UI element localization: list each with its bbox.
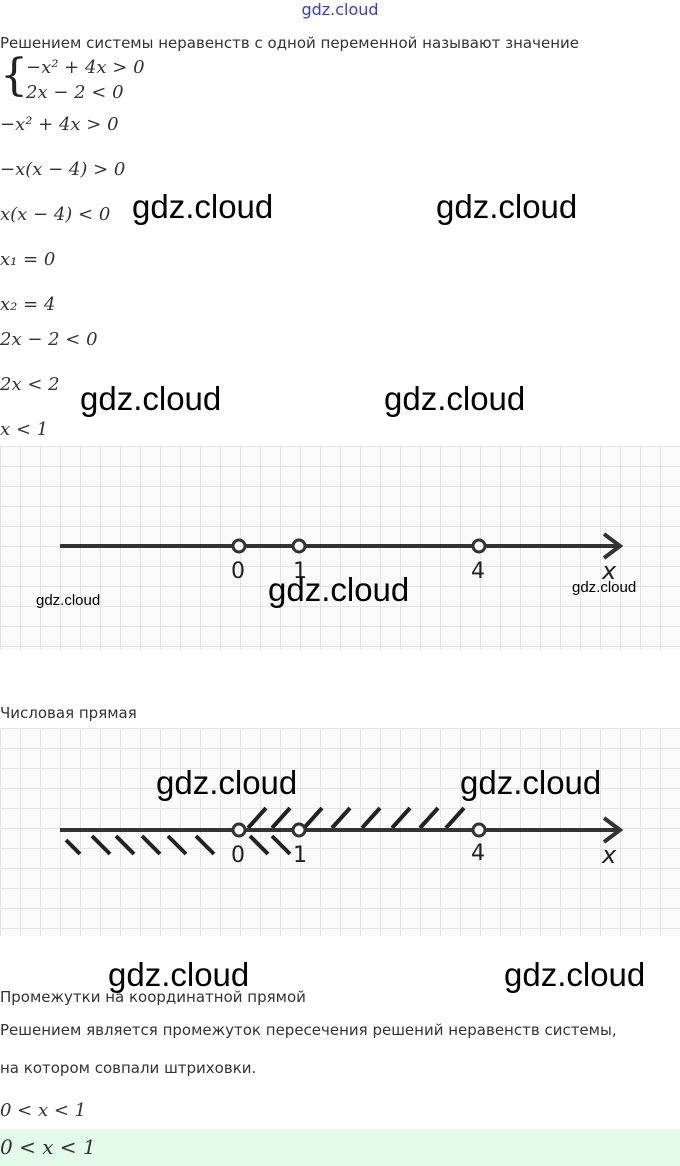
step: −x² + 4x > 0 [0,114,119,135]
tick-label: 1 [293,843,307,868]
arrow-icon [602,816,624,844]
axis-label: x [602,557,617,585]
conclusion-text: Решением является промежуток пересечения… [0,1021,617,1039]
answer-highlight: 0 < x < 1 [0,1135,96,1159]
arrow-icon [602,532,624,560]
point-1 [291,538,307,554]
number-line-figure-2: 0 1 4 x gdz.cloud gdz.cloud [0,728,680,936]
hatching-right [246,806,466,830]
point-1 [291,822,307,838]
tick-label: 4 [471,841,485,866]
answer-highlight-box [0,1129,680,1166]
watermark: gdz.cloud [156,764,298,801]
caption-number-line: Числовая прямая [0,704,137,722]
step: 2x < 2 [0,374,60,395]
watermark: gdz.cloud [301,0,379,19]
axis-label: x [602,841,617,869]
point-0 [231,822,247,838]
tick-label: 1 [293,559,307,584]
caption-intervals: Промежутки на координатной прямой [0,988,306,1006]
step: x₂ = 4 [0,294,56,315]
number-line-figure-1: 0 1 4 x gdz.cloud gdz.cloud gdz.cloud [0,446,680,650]
tick-label: 0 [231,559,245,584]
step: x < 1 [0,419,49,440]
step: −x(x − 4) > 0 [0,159,126,180]
answer: 0 < x < 1 [0,1100,87,1121]
watermark: gdz.cloud [132,188,274,225]
conclusion-text: на котором совпали штриховки. [0,1059,257,1077]
point-4 [471,822,487,838]
tick-label: 0 [231,843,245,868]
watermark: gdz.cloud [460,764,602,801]
point-0 [231,538,247,554]
watermark: gdz.cloud [572,579,637,596]
point-4 [471,538,487,554]
hatching-left [64,834,292,856]
watermark: gdz.cloud [504,956,646,993]
watermark: gdz.cloud [36,592,101,609]
intro-text: Решением системы неравенств с одной пере… [0,34,579,52]
watermark: gdz.cloud [108,956,250,993]
tick-label: 4 [471,559,485,584]
watermark: gdz.cloud [268,571,410,608]
step: 2x − 2 < 0 [0,329,98,350]
watermark: gdz.cloud [436,188,578,225]
system-brace: { [0,50,28,101]
watermark: gdz.cloud [80,380,222,417]
watermark: gdz.cloud [384,380,526,417]
step: x₁ = 0 [0,249,56,270]
system-line-2: 2x − 2 < 0 [26,82,124,103]
step: x(x − 4) < 0 [0,204,111,225]
system-line-1: −x² + 4x > 0 [26,57,145,78]
